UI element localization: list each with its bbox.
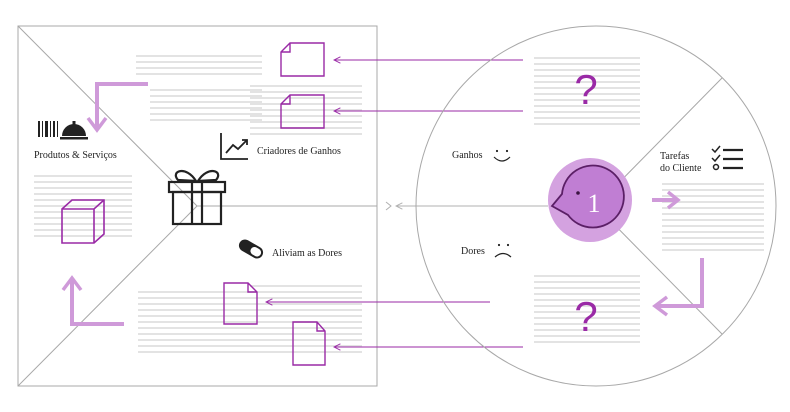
- connector-arrows: [266, 60, 548, 347]
- document-icon: [280, 42, 325, 77]
- document-icon: [280, 94, 325, 129]
- text-lines-jobs: [662, 183, 764, 251]
- cloche-icon: [60, 121, 88, 140]
- customer-center-badge: 1: [548, 158, 632, 242]
- pain-relievers-label: Aliviam as Dores: [272, 248, 342, 259]
- flow-arrow-bottom-right: [652, 258, 704, 317]
- customer-profile: ? ? Ganhos Dores Tarefas do Cliente: [415, 25, 777, 387]
- chart-up-icon: [220, 133, 248, 160]
- customer-jobs-label-line2: do Cliente: [660, 163, 702, 174]
- value-map-diagonal-bottom: [17, 205, 198, 387]
- gain-creators-label: Criadores de Ganhos: [257, 146, 341, 157]
- cube-icon: [61, 199, 105, 244]
- pill-icon: [238, 239, 264, 259]
- checklist-icon: [711, 145, 743, 171]
- document-icon: [223, 282, 258, 325]
- text-lines-gain-creators: [136, 55, 362, 135]
- text-lines-pain-relievers: [138, 285, 362, 353]
- gains-label: Ganhos: [452, 150, 483, 161]
- pains-label: Dores: [461, 246, 485, 257]
- value-map: Produtos & Serviços Criadores de Ganhos: [17, 25, 378, 387]
- gift-icon: [167, 170, 227, 226]
- flow-arrow-top-left: [95, 82, 148, 128]
- flow-arrow-bottom-left: [70, 280, 124, 326]
- text-lines-gains: [534, 57, 640, 125]
- value-map-diagonal-top: [17, 25, 198, 207]
- customer-profile-circle: [415, 25, 777, 387]
- text-lines-pains: [534, 275, 640, 343]
- flow-arrow-right: [652, 190, 681, 210]
- document-icon: [292, 321, 326, 366]
- smile-icon: [493, 149, 511, 162]
- question-mark-icon: ?: [574, 293, 597, 340]
- customer-jobs-label-line1: Tarefas: [660, 151, 689, 162]
- step-number: 1: [588, 189, 601, 218]
- frown-icon: [494, 243, 512, 258]
- text-lines-products: [34, 175, 132, 237]
- question-mark-icon: ?: [574, 66, 597, 113]
- barcode-icon: [38, 121, 58, 137]
- products-services-label: Produtos & Serviços: [34, 150, 117, 161]
